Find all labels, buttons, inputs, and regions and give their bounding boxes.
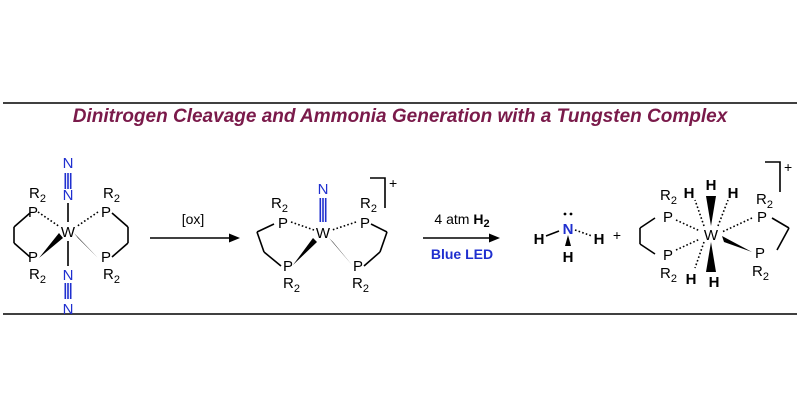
p-atom: P [283,258,293,275]
w-atom: W [316,225,331,242]
r2-group: R2 [660,187,677,207]
r2-group: R2 [103,185,120,205]
p-atom: P [360,215,370,232]
p-atom: P [757,209,767,226]
p-atom: P [101,204,111,221]
n-atom-top-inner: N [63,187,74,204]
r2-group: R2 [271,195,288,215]
h-atom: H [563,249,574,266]
p-atom: P [663,247,673,264]
r2-group: R2 [756,191,773,211]
oxidant-label: [ox] [182,211,205,227]
h-atom: H [706,177,717,194]
w-atom: W [704,227,719,244]
r2-group: R2 [660,265,677,285]
r2-group: R2 [752,263,769,283]
h-atom: H [684,185,695,202]
h-atom: H [709,274,720,291]
complex-bis-dinitrogen: N N W N N P P P P R2 R2 R2 R2 [13,155,129,318]
r2-group: R2 [29,185,46,205]
blue-led-label: Blue LED [431,246,493,262]
r2-group: R2 [360,195,377,215]
r2-group: R2 [283,275,300,295]
p-atom: P [101,249,111,266]
cation-charge: + [389,175,397,191]
r2-group: R2 [29,266,46,286]
n-atom-top-outer: N [63,155,74,172]
ammonia-n-atom: N [563,221,574,238]
reaction-arrow-hydrogenolysis: 4 atm H2 Blue LED [423,211,500,262]
cation-charge: + [784,159,792,175]
p-atom: P [278,215,288,232]
h-atom: H [728,185,739,202]
p-atom: P [28,249,38,266]
n-atom-bottom-inner: N [63,267,74,284]
p-atom: P [353,258,363,275]
scheme-title: Dinitrogen Cleavage and Ammonia Generati… [73,106,729,127]
complex-nitride-cation: N W P P P P R2 R2 R2 R2 + [256,175,397,295]
r2-group: R2 [103,266,120,286]
w-atom: W [61,224,76,241]
p-atom: P [28,204,38,221]
h-atom: H [534,231,545,248]
n-atom-bottom-outer: N [63,301,74,318]
plus-sign: + [613,227,621,243]
ammonia-molecule: N H H H [534,212,605,266]
hydrogen-pressure-label: 4 atm H2 [434,211,489,230]
h-atom: H [594,231,605,248]
complex-pentahydride-cation: W H H H H H P P P P R2 R2 R2 R2 + [639,159,792,291]
h-atom: H [686,271,697,288]
reaction-arrow-oxidation: [ox] [150,211,240,243]
p-atom: P [755,245,765,262]
r2-group: R2 [352,275,369,295]
nitride-n-atom: N [318,181,329,198]
p-atom: P [663,209,673,226]
